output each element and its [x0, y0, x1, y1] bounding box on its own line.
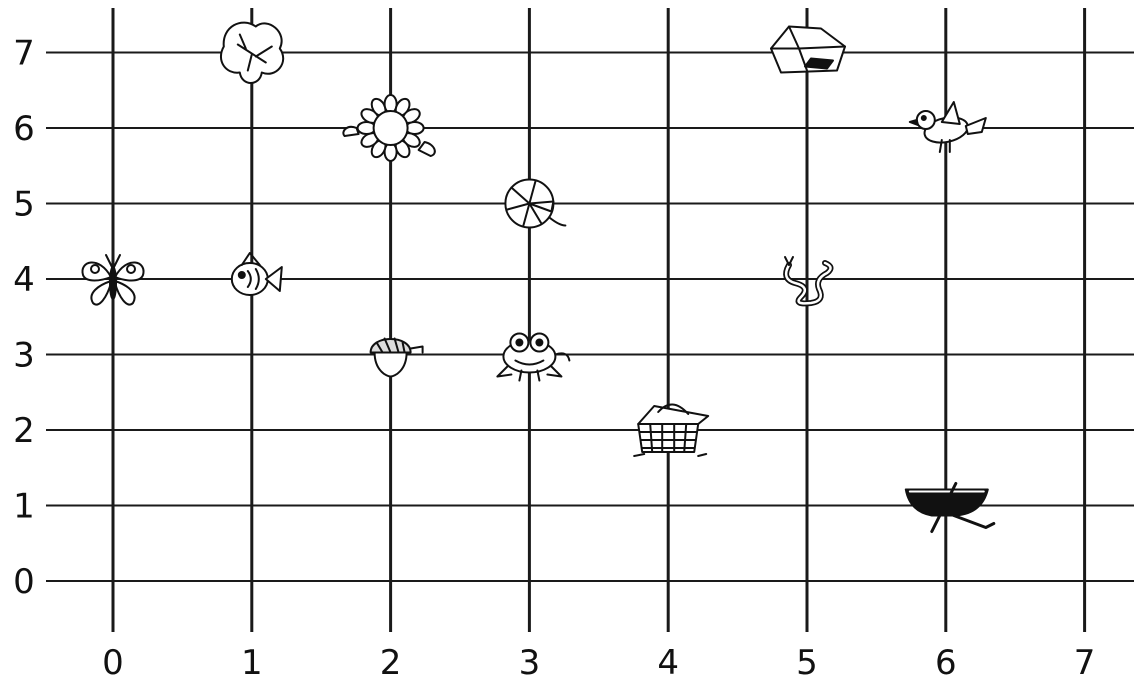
- plotted-pictures: [82, 23, 993, 532]
- y-tick-label: 4: [13, 260, 35, 300]
- frog-icon: [497, 334, 569, 381]
- leaf-icon: [221, 23, 283, 83]
- canoe-icon: [906, 484, 994, 532]
- y-tick-label: 1: [13, 487, 35, 527]
- x-tick-label: 2: [380, 643, 402, 683]
- y-axis-tick-labels: 0 1 2 3 4 5 6 7: [13, 34, 35, 603]
- x-tick-label: 3: [519, 643, 541, 683]
- y-tick-label: 6: [13, 109, 35, 149]
- x-tick-label: 6: [935, 643, 957, 683]
- x-tick-label: 7: [1074, 643, 1096, 683]
- x-tick-label: 0: [102, 643, 124, 683]
- bird-icon: [910, 102, 986, 152]
- y-tick-label: 5: [13, 185, 35, 225]
- rock-icon: [771, 27, 845, 73]
- x-axis-tick-labels: 0 1 2 3 4 5 6 7: [102, 643, 1095, 683]
- acorn-icon: [371, 339, 423, 377]
- fish-icon: [232, 253, 282, 295]
- picnic-basket-icon: [634, 404, 708, 456]
- flower-icon: [343, 95, 435, 161]
- y-tick-label: 2: [13, 411, 35, 451]
- y-tick-label: 0: [13, 562, 35, 602]
- y-tick-label: 7: [13, 34, 35, 74]
- vertical-grid-lines: [113, 8, 1085, 632]
- y-tick-label: 3: [13, 336, 35, 376]
- x-tick-label: 4: [657, 643, 679, 683]
- x-tick-label: 5: [796, 643, 818, 683]
- x-tick-label: 1: [241, 643, 263, 683]
